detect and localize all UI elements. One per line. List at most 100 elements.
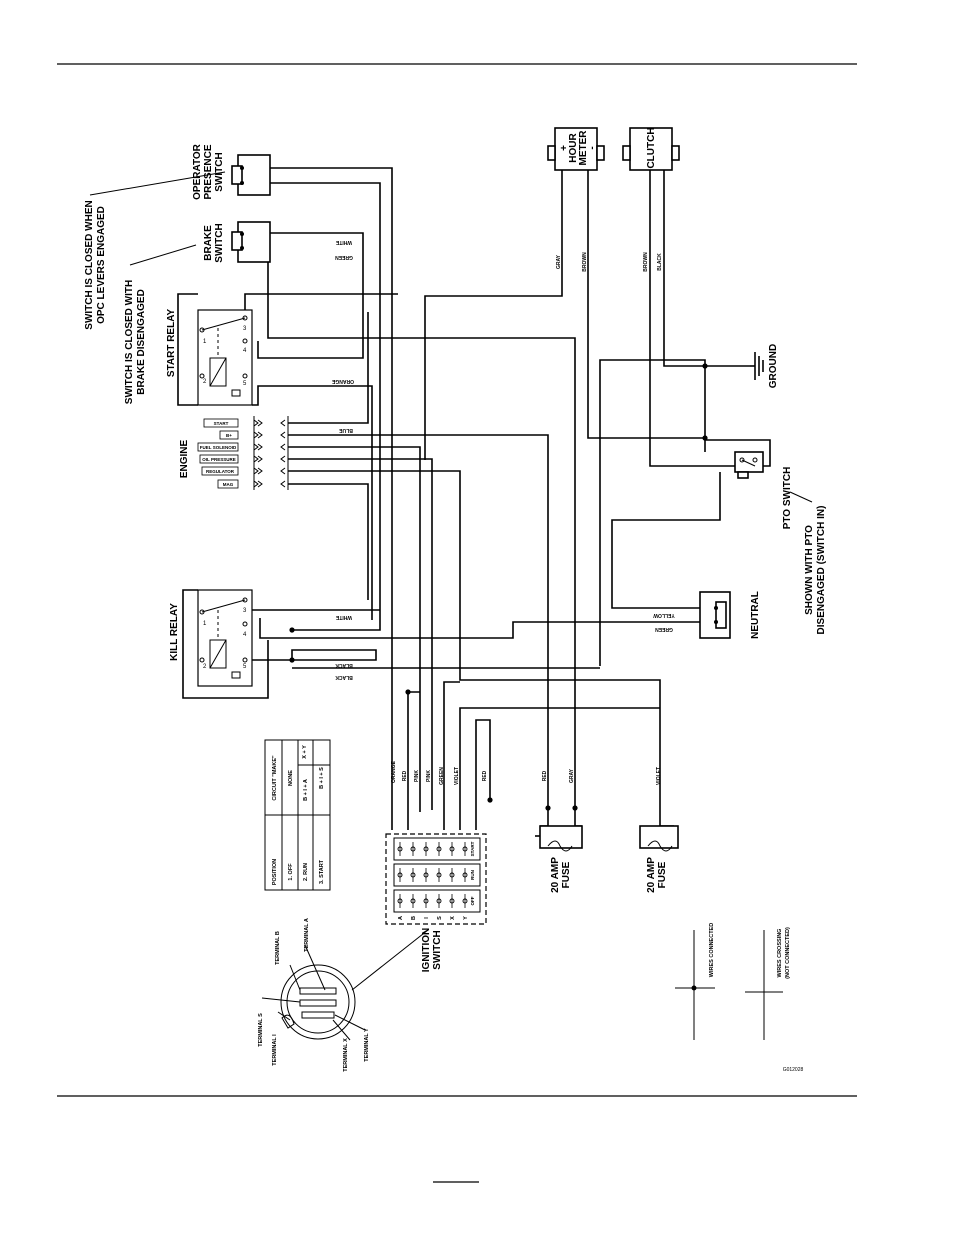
connector-arrow (280, 455, 286, 463)
table-header-make: CIRCUIT "MAKE" (272, 755, 278, 801)
clutch (622, 127, 680, 171)
operator-presence-label-2: PRESENCE (203, 144, 214, 199)
operator-presence-label-1: OPERATOR (192, 143, 203, 200)
vertical-wire-labels: GRAY BROWN BROWN BLACK ORANGE RED PINK P… (391, 252, 663, 785)
connector-arrow (253, 480, 259, 488)
sr-pin-4: 4 (243, 348, 247, 354)
operator-presence-switch (231, 154, 271, 196)
ignition-terminal-letter: A (398, 916, 404, 920)
wire-ign-red2: RED (482, 770, 488, 781)
engine-terminal-label: MAG (223, 482, 234, 487)
wire-green-neutral: GREEN (655, 626, 673, 632)
ground-symbol (750, 352, 764, 380)
engine-terminal-label: FUEL SOLENOID (200, 445, 237, 450)
start-relay (197, 309, 253, 406)
wire-black-kill-2: BLACK (335, 674, 353, 680)
wire-color-labels: WHITE GREEN ORANGE BLUE WHITE BLACK BLAC… (331, 239, 674, 680)
wire-ign-green: GREEN (439, 767, 445, 785)
wire-blue: BLUE (339, 427, 353, 433)
sr-pin-3: 3 (243, 326, 247, 332)
engine-terminal-box (203, 418, 239, 428)
connector-arrow (280, 480, 286, 488)
terminal-y-label: TERMINAL Y (364, 1028, 370, 1062)
ignition-terminal-letter: I (424, 917, 430, 919)
sr-pin-1: 1 (203, 339, 207, 345)
neutral-label: NEUTRAL (750, 591, 761, 639)
brake-note-2: BRAKE DISENGAGED (136, 289, 147, 395)
ignition-terminal-letter: B (411, 916, 417, 920)
terminal-x-label: TERMINAL X (343, 1038, 349, 1072)
connector-arrow (280, 467, 286, 475)
wiring-legend (675, 930, 783, 1040)
ignition-terminal-letter: Y (463, 916, 469, 920)
wire-ign-violet: VIOLET (454, 767, 460, 785)
wire-ign-pink1: PINK (414, 770, 420, 782)
connector-arrow (257, 455, 263, 463)
wires-connected-label: WIRES CONNECTED (709, 923, 715, 977)
engine-label: ENGINE (179, 440, 190, 479)
wire-green-top: GREEN (335, 254, 353, 260)
ignition-position-label: RUN (470, 870, 475, 880)
ground-label: GROUND (768, 344, 779, 388)
table-row-2-position: 2. RUN (303, 863, 309, 881)
clutch-label: CLUTCH (646, 127, 657, 168)
engine-terminal-box (217, 479, 239, 489)
pto-switch-label: PTO SWITCH (782, 467, 793, 530)
wire-ign-pink2: PINK (426, 770, 432, 782)
relay-pin-numbers: 1 3 4 2 5 1 3 4 2 5 (203, 326, 247, 670)
opc-note-1: SWITCH IS CLOSED WHEN (84, 200, 95, 329)
wire-black-kill-1: BLACK (335, 662, 353, 668)
engine-terminal-label: REGULATOR (206, 469, 235, 474)
table-header-position: POSITION (272, 859, 278, 885)
table-row-1-make: NONE (288, 770, 294, 786)
operator-presence-label-3: SWITCH (214, 152, 225, 191)
wire-fuse2-violet: VIOLET (656, 767, 662, 785)
engine-terminal-label: START (214, 421, 229, 426)
connector-arrow (257, 431, 263, 439)
brake-switch-label-1: BRAKE (203, 225, 214, 261)
ignition-position-label: OFF (470, 896, 475, 905)
fuse-2-label-2: FUSE (657, 861, 668, 888)
fuse-1-label-1: 20 AMP (550, 857, 561, 893)
brake-note-1: SWITCH IS CLOSED WITH (124, 280, 135, 404)
wire-ign-orange: ORANGE (391, 760, 397, 783)
terminal-b-label: TERMINAL B (275, 931, 281, 965)
hour-meter-plus: + (559, 145, 570, 151)
ignition-switch-block (385, 833, 487, 925)
wire-ign-red1: RED (402, 770, 408, 781)
kr-pin-3: 3 (243, 608, 247, 614)
terminal-a-label: TERMINAL A (304, 918, 310, 952)
fuse-2 (639, 825, 679, 852)
connector-arrow (257, 419, 263, 427)
engine-terminal-box (197, 442, 239, 452)
wire-white-top: WHITE (335, 239, 352, 245)
wires (177, 167, 771, 830)
circuit-table-text: POSITION CIRCUIT "MAKE" 1. OFF NONE X + … (272, 745, 325, 885)
wire-brown-cl: BROWN (643, 252, 649, 272)
table-row-3-make: B + I + S (319, 767, 325, 789)
pto-note-2: DISENGAGED (SWITCH IN) (816, 506, 827, 635)
junction-dots (289, 363, 708, 811)
engine-terminal-label: B+ (226, 433, 232, 438)
connector-arrow (253, 467, 259, 475)
hour-meter-minus: - (587, 146, 598, 149)
wire-gray-hm: GRAY (556, 254, 562, 269)
connector-arrow (280, 419, 286, 427)
ignition-position-label: START (470, 841, 475, 856)
table-row-2-make: B + I + A (303, 779, 309, 801)
start-relay-label: START RELAY (166, 309, 177, 378)
engine-terminal-box (201, 466, 239, 476)
table-row-1-make-extra: X + Y (302, 745, 308, 759)
wire-brown-hm: BROWN (582, 252, 588, 272)
connector-arrow (253, 455, 259, 463)
fuse-1-label-2: FUSE (561, 861, 572, 888)
connector-arrow (257, 480, 263, 488)
terminal-i-label: TERMINAL I (272, 1034, 278, 1066)
fuse-1 (535, 825, 583, 852)
hour-meter-label-2: METER (578, 130, 589, 166)
fuse-2-label-1: 20 AMP (646, 857, 657, 893)
connector-arrow (257, 467, 263, 475)
opc-note-2: OPC LEVERS ENGAGED (96, 206, 107, 324)
